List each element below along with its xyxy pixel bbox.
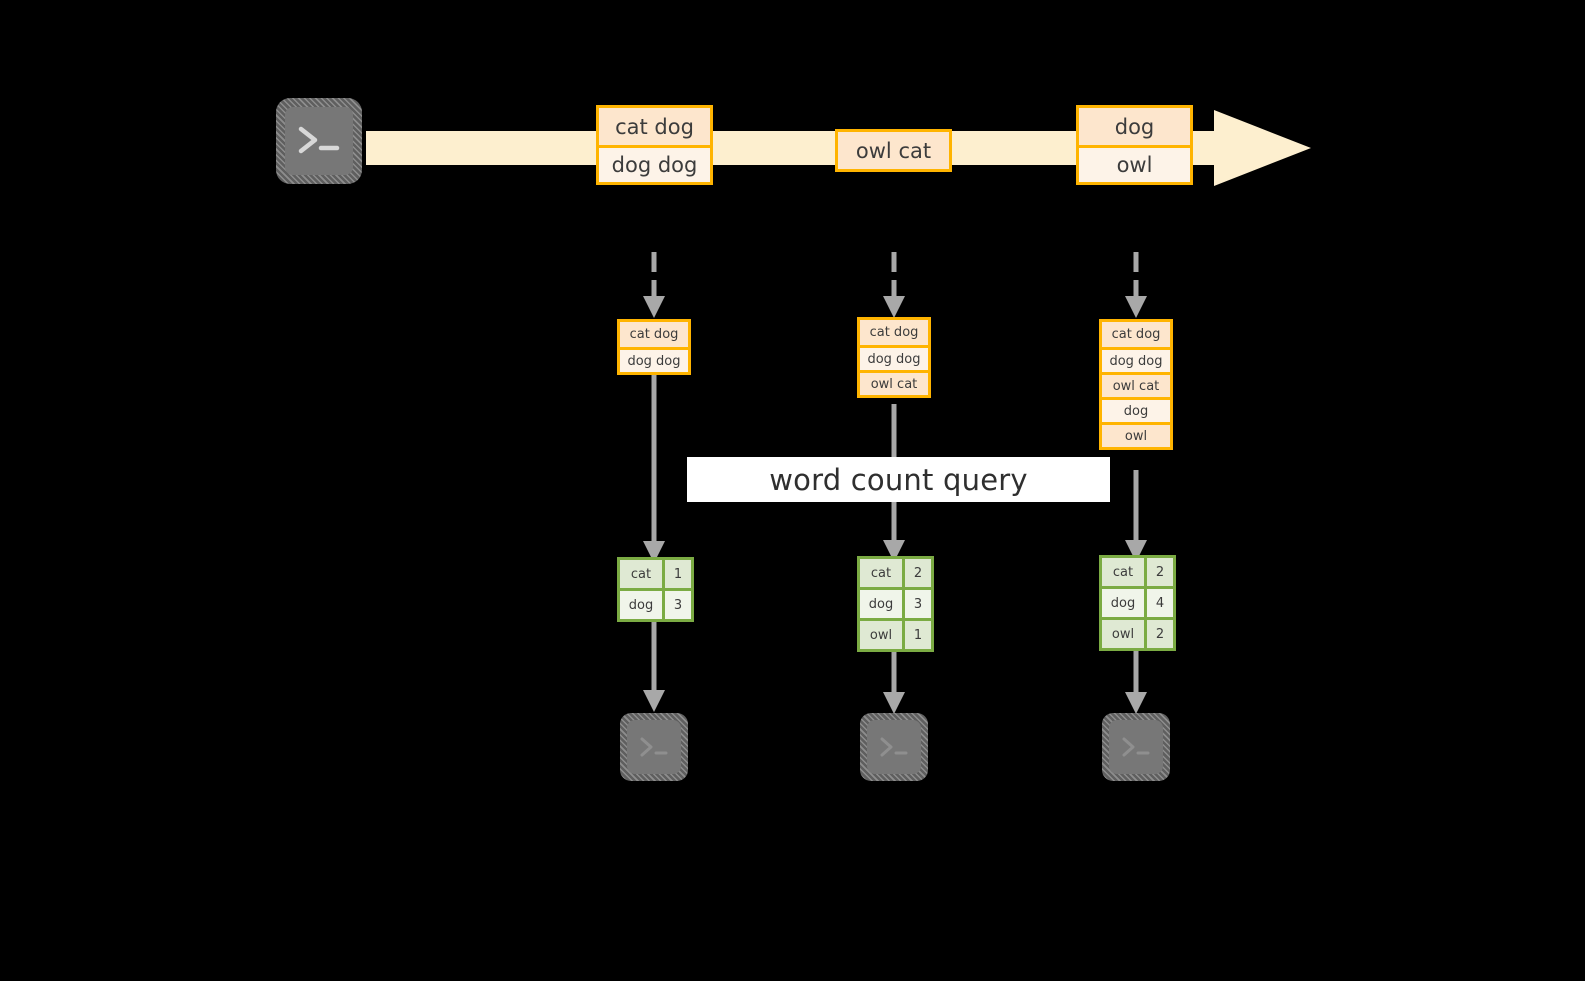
prompt-glyph <box>627 720 681 774</box>
record-line: owl <box>1079 145 1190 182</box>
count-cell: 3 <box>905 590 931 618</box>
record-line: dog dog <box>599 145 710 182</box>
icon-face <box>627 720 681 774</box>
query-label: word count query <box>769 462 1028 497</box>
count-cell: 1 <box>665 560 691 588</box>
query-banner: word count query <box>687 457 1110 502</box>
word-cell: dog <box>620 591 665 619</box>
record-buffer-3[interactable]: cat dog dog dog owl cat dog owl <box>1099 319 1173 450</box>
count-cell: 2 <box>1147 620 1173 648</box>
icon-face <box>285 107 353 175</box>
count-cell: 4 <box>1147 589 1173 617</box>
stream-record-3[interactable]: dog owl <box>1076 105 1193 185</box>
record-line: owl cat <box>838 132 949 169</box>
record-line: cat dog <box>599 108 710 145</box>
record-line: owl cat <box>860 370 928 395</box>
record-line: owl cat <box>1102 372 1170 397</box>
record-line: cat dog <box>620 322 688 347</box>
record-line: cat dog <box>1102 322 1170 347</box>
record-line: dog dog <box>620 347 688 372</box>
terminal-icon[interactable] <box>620 713 688 781</box>
table-row: cat 2 <box>860 559 931 587</box>
feed-arrow-3 <box>1125 252 1147 318</box>
table-row: dog 3 <box>620 588 691 619</box>
record-line: cat dog <box>860 320 928 345</box>
table-row: cat 2 <box>1102 558 1173 586</box>
count-cell: 3 <box>665 591 691 619</box>
sink-arrow-2 <box>883 648 905 714</box>
record-line: dog <box>1102 397 1170 422</box>
feed-arrow-2 <box>883 252 905 318</box>
table-row: dog 4 <box>1102 586 1173 617</box>
prompt-glyph <box>285 107 353 175</box>
icon-face <box>867 720 921 774</box>
record-buffer-1[interactable]: cat dog dog dog <box>617 319 691 375</box>
word-cell: owl <box>860 621 905 649</box>
word-cell: cat <box>860 559 905 587</box>
word-cell: cat <box>620 560 665 588</box>
record-buffer-2[interactable]: cat dog dog dog owl cat <box>857 317 931 398</box>
feed-arrow-1 <box>643 252 665 318</box>
sink-arrow-3 <box>1125 648 1147 714</box>
terminal-icon[interactable] <box>1102 713 1170 781</box>
word-count-result-3[interactable]: cat 2 dog 4 owl 2 <box>1099 555 1176 651</box>
table-row: owl 1 <box>860 618 931 649</box>
sink-arrow-1 <box>643 618 665 712</box>
record-line: dog dog <box>1102 347 1170 372</box>
record-line: dog dog <box>860 345 928 370</box>
query-arrow-1 <box>643 375 665 563</box>
query-arrow-3 <box>1125 470 1147 562</box>
table-row: cat 1 <box>620 560 691 588</box>
stream-record-1[interactable]: cat dog dog dog <box>596 105 713 185</box>
terminal-icon[interactable] <box>860 713 928 781</box>
count-cell: 1 <box>905 621 931 649</box>
word-cell: cat <box>1102 558 1147 586</box>
prompt-glyph <box>867 720 921 774</box>
record-line: owl <box>1102 422 1170 447</box>
table-row: owl 2 <box>1102 617 1173 648</box>
word-cell: dog <box>1102 589 1147 617</box>
record-line: dog <box>1079 108 1190 145</box>
table-row: dog 3 <box>860 587 931 618</box>
word-cell: owl <box>1102 620 1147 648</box>
word-cell: dog <box>860 590 905 618</box>
prompt-glyph <box>1109 720 1163 774</box>
count-cell: 2 <box>905 559 931 587</box>
word-count-result-1[interactable]: cat 1 dog 3 <box>617 557 694 622</box>
count-cell: 2 <box>1147 558 1173 586</box>
stream-record-2[interactable]: owl cat <box>835 129 952 172</box>
icon-face <box>1109 720 1163 774</box>
word-count-result-2[interactable]: cat 2 dog 3 owl 1 <box>857 556 934 652</box>
terminal-icon[interactable] <box>276 98 362 184</box>
